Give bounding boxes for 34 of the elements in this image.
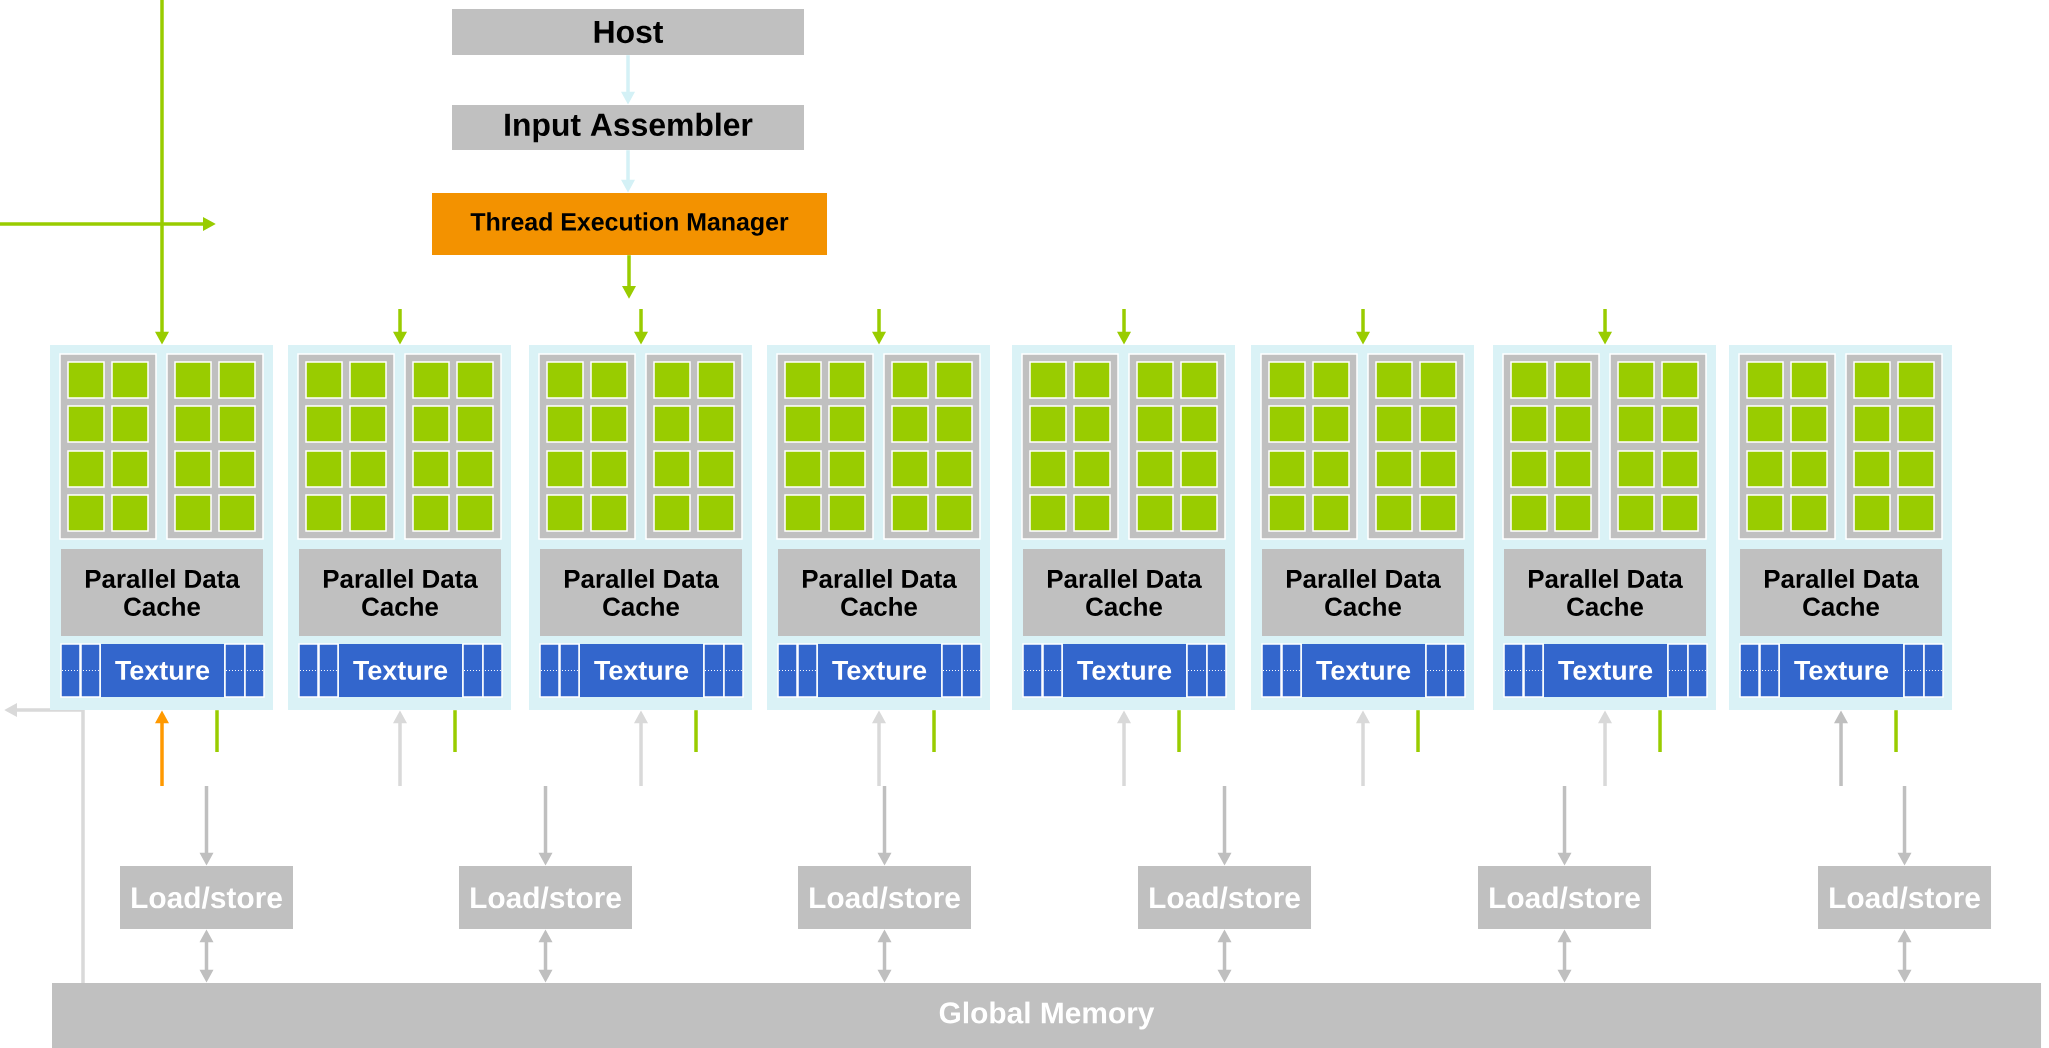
process-box: Host xyxy=(452,9,804,55)
node-label: Texture xyxy=(353,661,448,680)
node-label: Texture xyxy=(115,661,210,680)
node-label: Texture xyxy=(1558,661,1653,680)
connector-line xyxy=(215,710,219,752)
connector-line xyxy=(1177,710,1181,752)
cache-box: Parallel Data Cache xyxy=(1740,549,1942,636)
load-store-box: Load/store xyxy=(459,866,632,929)
memory-bar: Global Memory xyxy=(52,983,2042,1048)
connector-line xyxy=(694,710,698,752)
node-label: Texture xyxy=(1077,661,1172,680)
load-store-box: Load/store xyxy=(1478,866,1651,929)
connector-line xyxy=(453,710,457,752)
manager-box: Thread Execution Manager xyxy=(432,193,827,255)
cache-box: Parallel Data Cache xyxy=(1262,549,1464,636)
process-box: Input Assembler xyxy=(452,105,804,150)
load-store-box: Load/store xyxy=(798,866,971,929)
load-store-box: Load/store xyxy=(1138,866,1311,929)
node-label: Texture xyxy=(832,661,927,680)
node-label: Texture xyxy=(594,661,689,680)
connector-line xyxy=(1894,710,1898,752)
node-label: Texture xyxy=(1794,661,1889,680)
node-label: Texture xyxy=(1316,661,1411,680)
connector-line xyxy=(932,710,936,752)
cache-box: Parallel Data Cache xyxy=(778,549,980,636)
load-store-box: Load/store xyxy=(120,866,293,929)
cache-box: Parallel Data Cache xyxy=(1504,549,1706,636)
cache-box: Parallel Data Cache xyxy=(61,549,263,636)
load-store-box: Load/store xyxy=(1818,866,1991,929)
connector-line xyxy=(1658,710,1662,752)
cache-box: Parallel Data Cache xyxy=(1023,549,1225,636)
connector-line xyxy=(1416,710,1420,752)
cache-box: Parallel Data Cache xyxy=(540,549,742,636)
cache-box: Parallel Data Cache xyxy=(299,549,501,636)
